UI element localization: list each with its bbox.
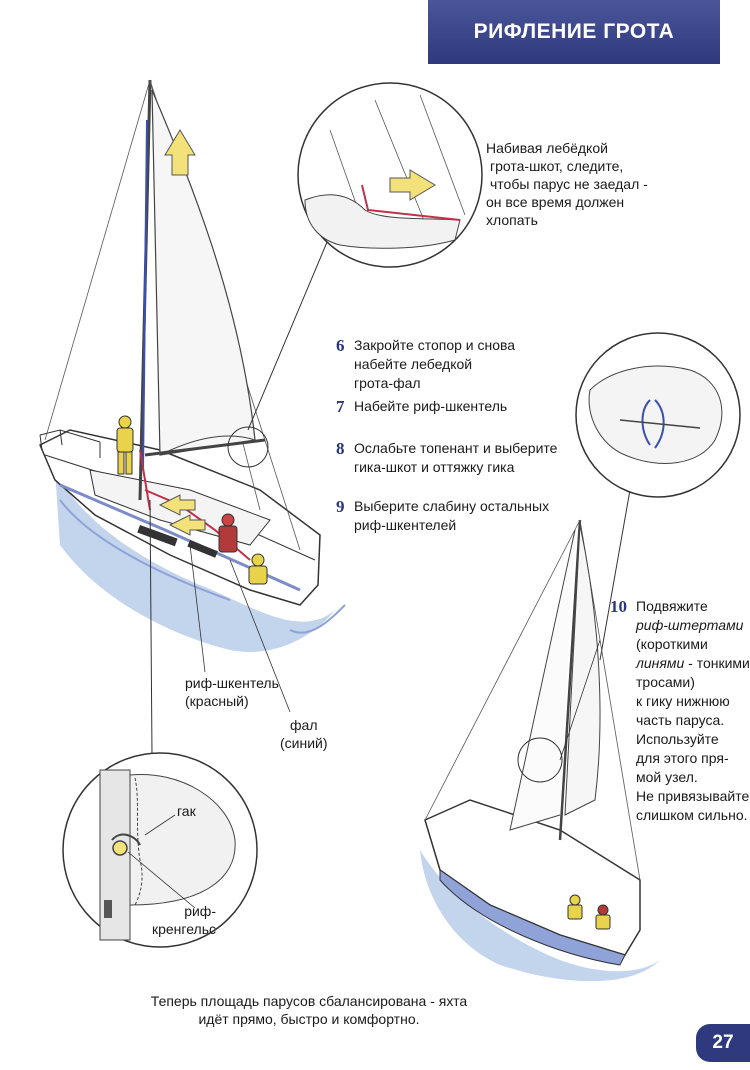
label-reef-line: риф-шкентель (красный) [185, 675, 279, 709]
header-band: РИФЛЕНИЕ ГРОТА [428, 0, 720, 64]
arrow-up-icon [164, 129, 196, 176]
crew-helm [248, 553, 268, 585]
second-mast [558, 519, 582, 841]
page-number: 27 [712, 1032, 734, 1053]
label-hook: гак [177, 803, 196, 819]
crew-winch [218, 513, 238, 553]
page-number-badge: 27 [696, 1024, 750, 1062]
water-main [55, 470, 335, 652]
callout-sheet: Набивая лебёдкой грота-шкот, следите, чт… [486, 140, 648, 228]
step-number: 6 [336, 336, 345, 355]
page-title: РИФЛЕНИЕ ГРОТА [473, 20, 675, 43]
second-sail [564, 524, 601, 816]
label-halyard: фал (синий) [280, 717, 328, 751]
arrow-right-icon [389, 169, 436, 201]
water-second [420, 850, 660, 982]
arrow-deck-icon [158, 494, 196, 516]
step-number: 7 [336, 397, 345, 416]
label-cringle: риф- кренгельс [151, 903, 216, 937]
step-number: 9 [336, 497, 345, 516]
halyard-line [142, 119, 148, 471]
crew-mast [116, 415, 134, 475]
step-number: 8 [336, 439, 345, 458]
footer-caption: Теперь площадь парусов сбалансирована - … [150, 993, 468, 1027]
main-sail [151, 89, 256, 456]
step-number: 10 [610, 597, 627, 616]
